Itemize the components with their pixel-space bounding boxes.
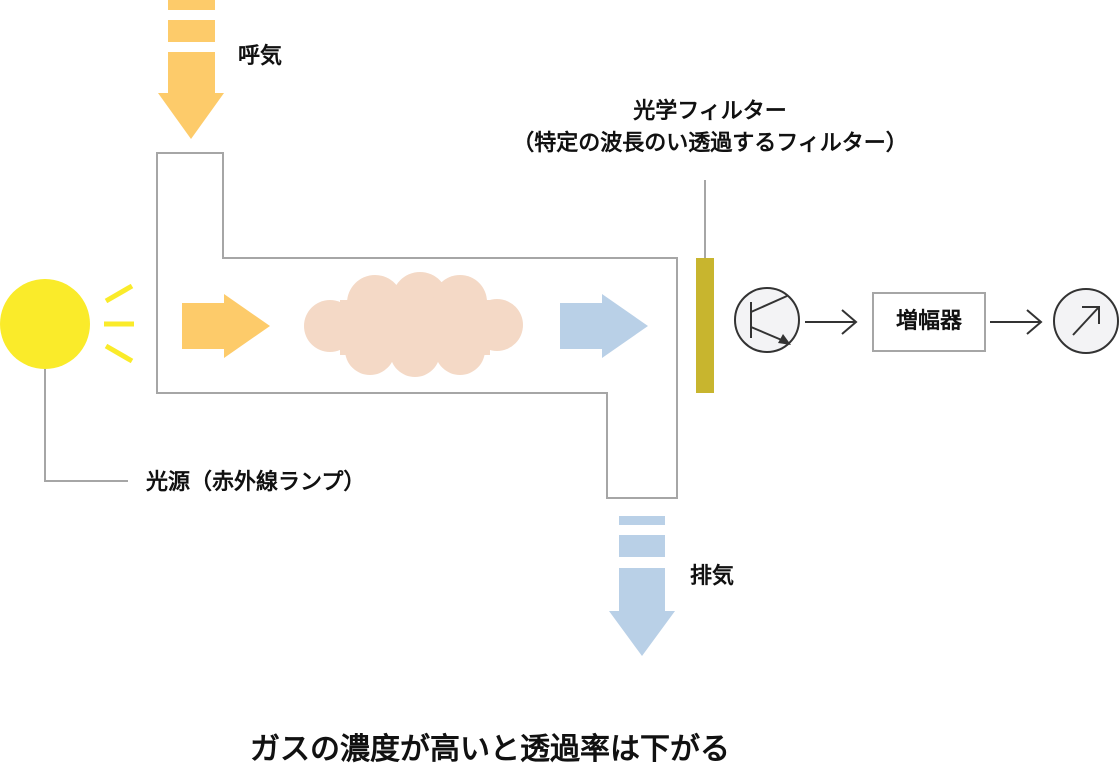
light-source-label: 光源（赤外線ランプ）	[146, 470, 366, 495]
exhaust-label: 排気	[690, 564, 735, 589]
optical-filter	[696, 258, 714, 393]
lamp-circle-icon	[0, 279, 90, 369]
optical-filter-label: 光学フィルター （特定の波長のい透過するフィルター）	[440, 96, 980, 160]
caption: ガスの濃度が高いと透過率は下がる	[250, 732, 730, 767]
exhaust-arrow	[609, 516, 675, 656]
optical-filter-note: （特定の波長のい透過するフィルター）	[512, 131, 908, 156]
optical-filter-title: 光学フィルター	[633, 99, 787, 124]
arrow-to-meter-icon	[990, 309, 1043, 335]
incident-light-arrow	[182, 294, 270, 358]
arrow-to-amplifier-icon	[805, 309, 858, 335]
amplifier-label: 増幅器	[895, 309, 962, 334]
amplifier-box	[872, 292, 986, 352]
lamp-leader-line	[44, 369, 128, 482]
transistor-icon	[734, 287, 800, 353]
light-rays-icon	[104, 283, 134, 364]
gas-cloud	[304, 272, 523, 377]
transmitted-light-arrow	[560, 294, 648, 358]
exhale-label: 呼気	[238, 44, 283, 69]
exhale-arrow	[158, 0, 224, 139]
meter-arrow-icon	[1053, 288, 1119, 354]
